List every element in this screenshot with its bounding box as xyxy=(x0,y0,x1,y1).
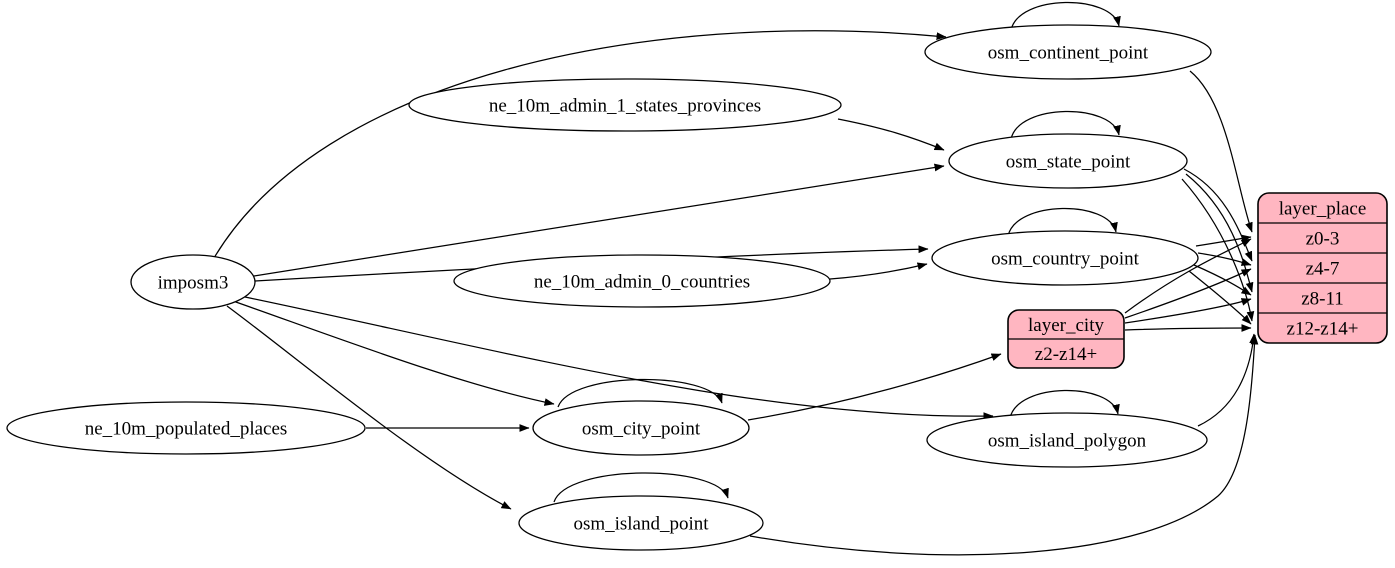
node-imposm3: imposm3 xyxy=(130,254,256,310)
edge-layer_city-to-layer_place.z12-z14+ xyxy=(1124,324,1252,332)
node-label-osm_continent_point: osm_continent_point xyxy=(988,43,1149,64)
node-osm_city_point: osm_city_point xyxy=(532,400,750,456)
node-ellipse-osm_state_point xyxy=(948,133,1188,189)
edge-osm_state_point-to-layer_place.z12-z14+ xyxy=(1181,178,1255,322)
edge-imposm3-to-osm_island_polygon xyxy=(244,296,994,421)
record-node-layer_place: layer_place z0-3 z4-7 z8-11 z12-z14+ xyxy=(1257,192,1388,344)
edge-osm_continent_point-to-osm_continent_point xyxy=(1010,1,1121,31)
edge-ne_10m_admin_1_states_provinces-to-osm_state_point xyxy=(837,118,945,151)
edge-layer_city-to-layer_place.z8-11 xyxy=(1124,298,1252,324)
edge-osm_country_point-to-layer_place.z12-z14+ xyxy=(1188,270,1252,325)
edge-osm_state_point-to-osm_state_point xyxy=(1010,110,1121,140)
edge-osm_country_point-to-layer_place.z4-7 xyxy=(1197,252,1252,266)
record-row-layer_place-z12-z14+: z12-z14+ xyxy=(1287,319,1359,340)
node-label-imposm3: imposm3 xyxy=(158,273,229,294)
edge-imposm3-to-osm_island_point xyxy=(226,305,512,510)
node-ellipse-ne_10m_admin_1_states_provinces xyxy=(408,78,842,132)
node-ellipse-osm_city_point xyxy=(532,400,750,456)
node-osm_island_point: osm_island_point xyxy=(518,495,764,551)
edge-osm_island_polygon-to-layer_place.z12-z14+ xyxy=(1197,333,1257,427)
edge-osm_island_point-to-osm_island_point xyxy=(553,472,729,503)
edge-osm_country_point-to-layer_place.z0-3 xyxy=(1195,234,1252,247)
record-row-layer_place-z8-11: z8-11 xyxy=(1301,289,1344,310)
node-ellipse-imposm3 xyxy=(130,254,256,310)
node-ne_10m_populated_places: ne_10m_populated_places xyxy=(6,401,366,455)
node-ellipse-osm_country_point xyxy=(931,230,1199,286)
node-label-osm_city_point: osm_city_point xyxy=(582,419,701,440)
nodes-layer: imposm3 ne_10m_admin_1_states_provincesne… xyxy=(6,24,1388,551)
edge-osm_continent_point-to-layer_place.z0-3 xyxy=(1189,70,1253,233)
edge-osm_island_polygon-to-osm_island_polygon xyxy=(1009,389,1120,419)
edge-layer_city-to-layer_place.z4-7 xyxy=(1124,268,1252,319)
node-osm_country_point: osm_country_point xyxy=(931,230,1199,286)
node-label-osm_state_point: osm_state_point xyxy=(1006,152,1131,173)
edge-osm_country_point-to-layer_place.z8-11 xyxy=(1193,264,1252,296)
node-ellipse-ne_10m_populated_places xyxy=(6,401,366,455)
record-row-layer_place-layer_place: layer_place xyxy=(1279,199,1367,220)
edge-osm_state_point-to-layer_place.z4-7 xyxy=(1183,168,1253,262)
node-ellipse-osm_island_polygon xyxy=(926,412,1208,468)
record-row-layer_place-z0-3: z0-3 xyxy=(1306,229,1340,250)
edge-osm_country_point-to-osm_country_point xyxy=(1007,207,1118,237)
edge-osm_state_point-to-layer_place.z8-11 xyxy=(1185,173,1254,293)
node-osm_state_point: osm_state_point xyxy=(948,133,1188,189)
record-box-layer_place xyxy=(1257,192,1388,344)
node-label-osm_island_polygon: osm_island_polygon xyxy=(988,431,1147,452)
edge-layer_city-to-layer_place.z0-3 xyxy=(1124,238,1252,314)
edge-osm_island_point-to-layer_place.z12-z14+ xyxy=(749,334,1259,556)
record-node-layer_city: layer_city z2-z14+ xyxy=(1007,309,1125,369)
node-label-osm_country_point: osm_country_point xyxy=(991,249,1139,270)
node-label-osm_island_point: osm_island_point xyxy=(573,514,709,535)
node-label-ne_10m_admin_0_countries: ne_10m_admin_0_countries xyxy=(534,272,750,293)
edge-osm_city_point-to-osm_city_point xyxy=(557,378,723,408)
node-ellipse-ne_10m_admin_0_countries xyxy=(453,254,831,308)
record-row-layer_city-z2-z14+: z2-z14+ xyxy=(1035,344,1097,365)
node-label-ne_10m_admin_1_states_provinces: ne_10m_admin_1_states_provinces xyxy=(489,96,761,117)
node-label-ne_10m_populated_places: ne_10m_populated_places xyxy=(85,419,288,440)
node-ne_10m_admin_1_states_provinces: ne_10m_admin_1_states_provinces xyxy=(408,78,842,132)
node-osm_continent_point: osm_continent_point xyxy=(924,24,1212,80)
node-ellipse-osm_island_point xyxy=(518,495,764,551)
node-osm_island_polygon: osm_island_polygon xyxy=(926,412,1208,468)
edges-layer xyxy=(213,1,1259,556)
record-row-layer_city-layer_city: layer_city xyxy=(1028,315,1104,336)
edge-osm_city_point-to-layer_city.z2-z14+ xyxy=(747,353,1002,421)
edge-ne_10m_admin_0_countries-to-osm_country_point xyxy=(829,262,928,280)
edge-imposm3-to-osm_city_point xyxy=(232,300,555,406)
record-row-layer_place-z4-7: z4-7 xyxy=(1306,259,1340,280)
node-ne_10m_admin_0_countries: ne_10m_admin_0_countries xyxy=(453,254,831,308)
edge-imposm3-to-osm_continent_point xyxy=(213,30,947,259)
node-ellipse-osm_continent_point xyxy=(924,24,1212,80)
